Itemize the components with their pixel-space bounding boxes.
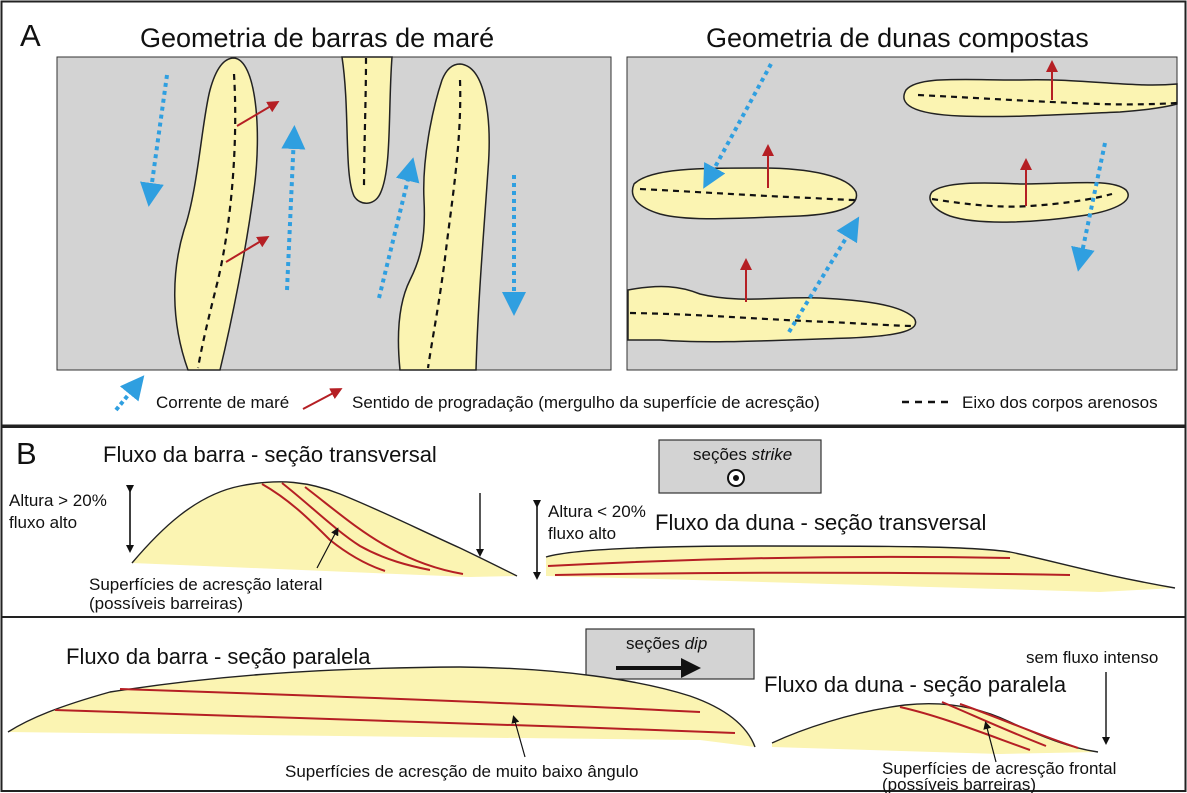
- dune-3: [929, 181, 1129, 223]
- dune-4: [627, 285, 917, 343]
- height-gt-label: Altura > 20%: [9, 491, 107, 510]
- dune-cross-section-title: Fluxo da duna - seção transversal: [655, 510, 986, 535]
- low-angle-accretion-surface: [54, 709, 736, 734]
- sand-axis-1: [196, 73, 237, 369]
- sand-bar-1: [174, 57, 259, 371]
- dip-label: seções dip: [626, 634, 707, 653]
- height-lt-label: Altura < 20%: [548, 502, 646, 521]
- tidal-bar-map: [56, 56, 612, 371]
- bar-parallel-title: Fluxo da barra - seção paralela: [66, 644, 371, 669]
- red-arrow-icon: [302, 388, 343, 410]
- no-intense-flow-label: sem fluxo intenso: [1026, 648, 1158, 667]
- bar-parallel-section: Fluxo da barra - seção paralela Superfíc…: [7, 644, 756, 781]
- dune-1: [903, 78, 1178, 118]
- frontal-accretion-surface: [959, 703, 1079, 749]
- dune-parallel-body: [772, 703, 1098, 754]
- bar-cross-outline: [131, 481, 518, 577]
- dune-parallel-section: sem fluxo intenso Fluxo da duna - seção …: [764, 648, 1158, 793]
- tidal-current-arrow: [377, 157, 420, 299]
- tidal-current-arrow: [703, 63, 773, 189]
- dune-2: [631, 167, 858, 220]
- out-of-page-dot-icon: [733, 475, 739, 481]
- bar-cross-section-title: Fluxo da barra - seção transversal: [103, 442, 437, 467]
- legend-progradation: Sentido de progradação (mergulho da supe…: [352, 393, 820, 412]
- strike-section-box: seções strike: [658, 439, 822, 494]
- pointer-line: [983, 721, 997, 763]
- dip-box: [585, 628, 755, 680]
- low-angle-accretion-surface: [119, 688, 701, 713]
- pointer-line: [316, 527, 339, 569]
- height-lt-flow-label: fluxo alto: [548, 524, 616, 543]
- low-angle-label: Superfícies de acresção de muito baixo â…: [285, 762, 638, 781]
- frontal-accretion-label: Superfícies de acresção frontal: [882, 759, 1116, 778]
- panel-a-frame: [0, 0, 1187, 427]
- compound-dune-title: Geometria de dunas compostas: [706, 23, 1089, 53]
- dune-internal-surface: [554, 571, 1071, 576]
- sand-bar-2: [341, 56, 393, 204]
- legend: Corrente de maré Sentido de progradação …: [114, 375, 1158, 412]
- dune-internal-surface: [547, 555, 1011, 567]
- sand-axis-2: [362, 57, 368, 189]
- progradation-arrow: [225, 235, 270, 263]
- dune-cross-body: [546, 546, 1175, 592]
- legend-sand-axis: Eixo dos corpos arenosos: [962, 393, 1158, 412]
- water-area-left: [56, 56, 612, 371]
- dip-section-box: seções dip: [585, 628, 755, 680]
- compound-dune-map: [626, 56, 1178, 371]
- dune-axis-2: [639, 187, 857, 202]
- tidal-current-arrow: [787, 216, 860, 334]
- frontal-accretion-surface: [899, 706, 1031, 751]
- dune-axis-1: [917, 93, 1178, 106]
- dune-parallel-title: Fluxo da duna - seção paralela: [764, 672, 1067, 697]
- frontal-accretion-label-2: (possíveis barreiras): [882, 775, 1036, 793]
- dashed-blue-arrow-icon: [114, 375, 145, 412]
- lateral-accretion-surface: [304, 486, 464, 575]
- pointer-line: [511, 715, 526, 758]
- height-gt-flow-label: fluxo alto: [9, 513, 77, 532]
- lateral-accretion-label-2: (possíveis barreiras): [89, 594, 243, 613]
- sand-axis-3: [426, 79, 462, 369]
- bar-parallel-outline: [7, 666, 756, 748]
- panel-b-letter: B: [16, 436, 37, 471]
- panel-b-frame: [0, 426, 1187, 792]
- dune-cross-section: Altura < 20% fluxo alto Fluxo da duna - …: [533, 500, 1176, 592]
- lateral-accretion-surface: [261, 483, 386, 572]
- bar-cross-section: Altura > 20% fluxo alto Superfícies de a…: [9, 481, 518, 613]
- tidal-bar-title: Geometria de barras de maré: [140, 23, 494, 53]
- panel-a-letter: A: [20, 18, 41, 53]
- dune-axis-4: [629, 311, 915, 328]
- lateral-accretion-surface: [281, 482, 431, 571]
- sand-bar-3: [397, 63, 490, 371]
- strike-label: seções strike: [693, 445, 792, 464]
- dune-axis-3: [931, 192, 1113, 208]
- lateral-accretion-label: Superfícies de acresção lateral: [89, 575, 322, 594]
- tidal-current-arrow: [281, 125, 306, 291]
- bar-cross-body: [132, 481, 517, 577]
- dune-cross-outline: [545, 545, 1176, 589]
- legend-tidal-current: Corrente de maré: [156, 393, 289, 412]
- progradation-arrow: [236, 100, 280, 127]
